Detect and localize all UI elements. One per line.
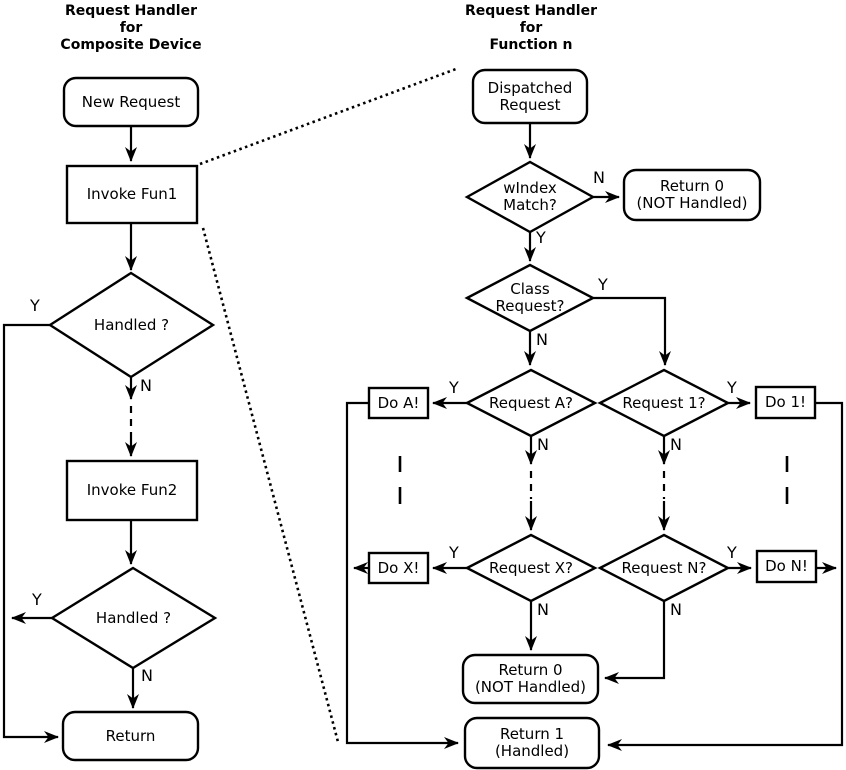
return1-line2: (Handled) (494, 742, 570, 760)
windex-line1: wIndex (503, 179, 557, 197)
dispatched-line1: Dispatched (487, 78, 573, 97)
invoke-fun1-node (65, 164, 199, 225)
class-request-line2: Request? (495, 297, 565, 315)
dispatched-request-label: Dispatched Request (473, 70, 587, 123)
request-n-yes-label: Y (727, 543, 737, 562)
dispatched-request-node (471, 68, 589, 125)
return0-top-label: Return 0 (NOT Handled) (624, 170, 760, 220)
edge-class-yes-request1 (593, 296, 671, 366)
do-x-node (367, 551, 430, 585)
request-n-no-label: N (670, 600, 682, 619)
windex-line2: Match? (503, 196, 557, 214)
class-request-label: Class Request? (467, 265, 593, 331)
right-diagram-title: Request Handler for Function n (426, 2, 636, 54)
return0-bottom-label: Return 0 (NOT Handled) (463, 655, 598, 703)
right-title-line3: Function n (489, 36, 573, 53)
class-no-label: N (536, 330, 548, 349)
request-a-decision (464, 368, 598, 438)
request-x-label: Request X? (489, 558, 573, 577)
do-n-node (755, 549, 818, 584)
return1-node (463, 716, 601, 770)
handled1-yes-label: Y (30, 296, 40, 315)
left-title-line2: for (119, 19, 143, 36)
right-title-line1: Request Handler (464, 2, 597, 19)
handled1-decision (47, 271, 216, 379)
return-node (61, 710, 200, 762)
request-n-label: Request N? (621, 558, 707, 577)
do-a-node (367, 386, 430, 420)
windex-no-label: N (593, 168, 605, 187)
do-1-node (754, 385, 817, 420)
invoke-fun2-label: Invoke Fun2 (86, 481, 178, 499)
class-request-decision (464, 263, 596, 333)
class-request-line1: Class (510, 280, 550, 298)
left-title-line1: Request Handler (64, 2, 197, 19)
return0-top-node (622, 168, 762, 222)
edge-handled1-yes-return (2, 323, 59, 743)
request-x-no-label: N (537, 600, 549, 619)
edge-requestn-no-return0 (604, 601, 666, 684)
windex-match-decision (464, 160, 596, 234)
new-request-label: New Request (81, 92, 181, 111)
do-x-label: Do X! (377, 558, 420, 577)
class-yes-label: Y (598, 275, 608, 294)
zoom-dotted-line-top (199, 67, 457, 166)
return1-label: Return 1 (Handled) (465, 718, 599, 768)
dispatched-line2: Request (499, 95, 561, 114)
left-diagram-title: Request Handler for Composite Device (26, 2, 236, 54)
do-n-label: Do N! (765, 557, 808, 575)
windex-yes-label: Y (536, 228, 546, 247)
zoom-dotted-line-bottom (201, 227, 340, 743)
return1-line1: Return 1 (499, 725, 565, 743)
request-1-decision (597, 368, 731, 438)
request-a-label: Request A? (489, 393, 573, 412)
return0-bottom-node (461, 653, 600, 705)
windex-match-label: wIndex Match? (467, 162, 593, 232)
invoke-fun1-label: Invoke Fun1 (86, 185, 178, 203)
request-x-decision (464, 533, 598, 603)
invoke-fun2-node (65, 459, 199, 522)
return0-bottom-line1: Return 0 (498, 661, 563, 679)
request-x-yes-label: Y (449, 543, 459, 562)
edge-do1-rail-return1 (607, 401, 844, 751)
handled2-no-label: N (141, 666, 153, 685)
request-1-yes-label: Y (727, 378, 737, 397)
request-a-no-label: N (537, 435, 549, 454)
edge-doa-rail-return1 (345, 401, 459, 749)
left-title-line3: Composite Device (60, 36, 202, 53)
handled2-label: Handled ? (95, 608, 172, 627)
return0-top-line2: (NOT Handled) (636, 194, 748, 212)
handled2-decision (49, 566, 218, 670)
right-title-line2: for (519, 19, 543, 36)
return-label: Return (105, 726, 156, 745)
request-1-no-label: N (670, 435, 682, 454)
return0-top-line1: Return 0 (659, 177, 725, 195)
new-request-node (62, 76, 200, 128)
request-n-decision (597, 533, 731, 603)
request-a-yes-label: Y (449, 378, 459, 397)
do-a-label: Do A! (377, 393, 420, 412)
do-1-label: Do 1! (764, 393, 807, 411)
handled1-no-label: N (140, 376, 152, 395)
return0-bottom-line2: (NOT Handled) (474, 678, 587, 696)
handled1-label: Handled ? (93, 315, 170, 334)
handled2-yes-label: Y (32, 590, 42, 609)
request-1-label: Request 1? (622, 393, 706, 412)
